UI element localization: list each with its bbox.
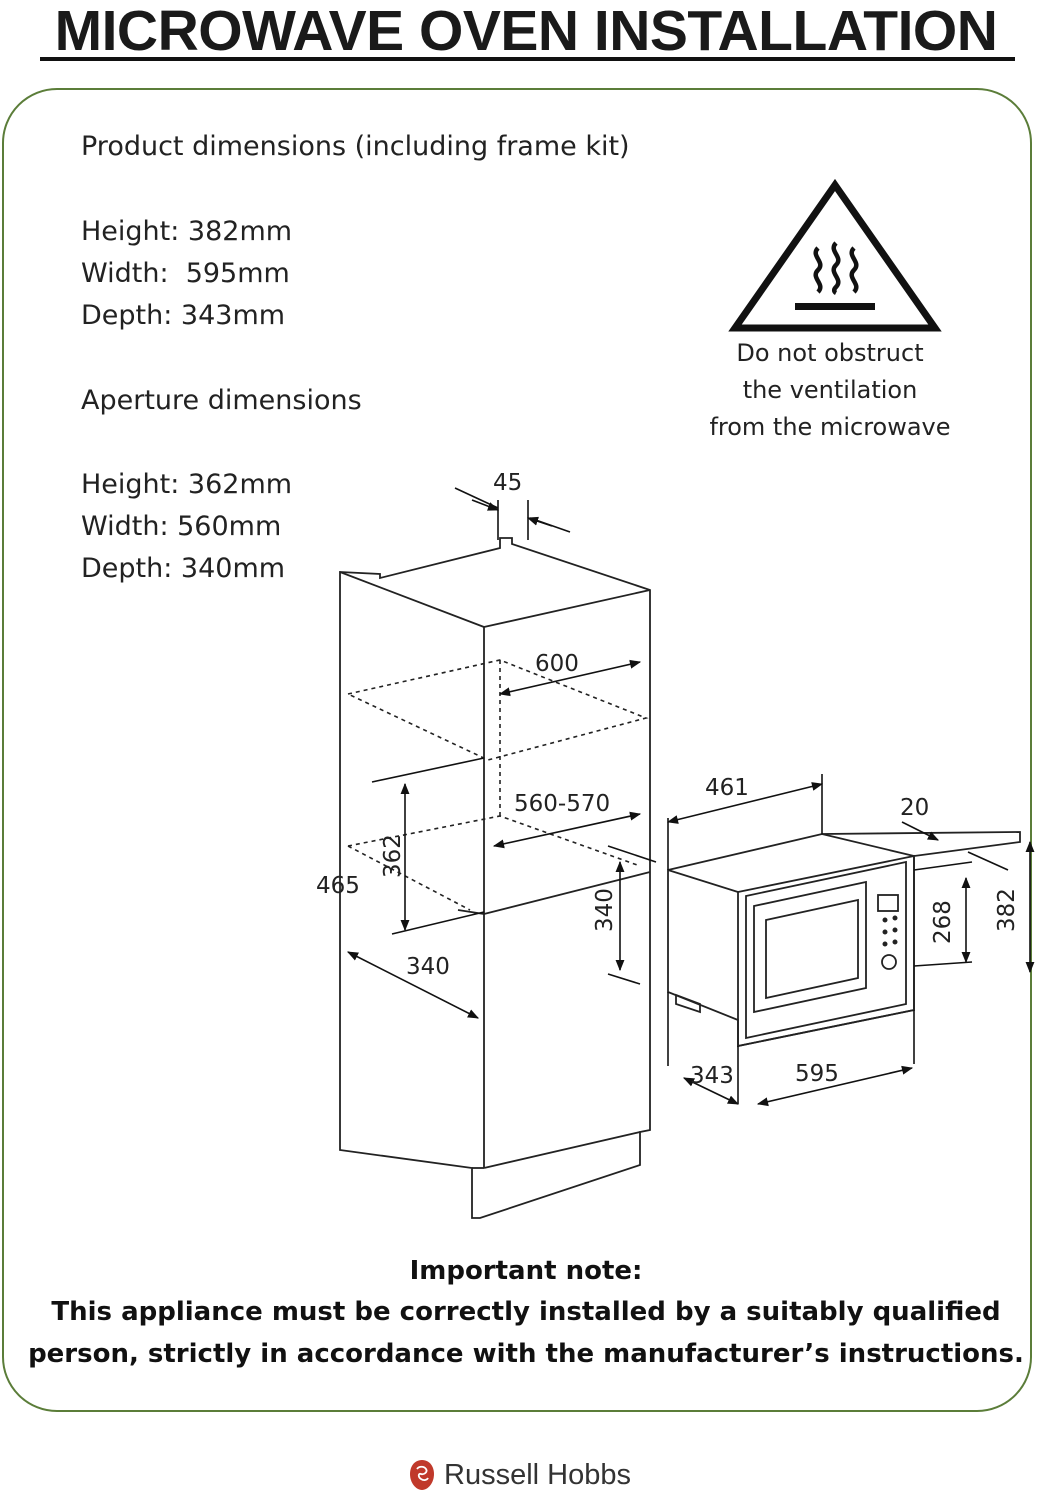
dim-382: 382: [994, 888, 1020, 932]
dim-20: 20: [900, 795, 929, 821]
dim-340-depth: 340: [406, 954, 450, 980]
brand-name: Russell Hobbs: [444, 1458, 631, 1491]
aperture-height: Height: 362mm: [81, 469, 293, 500]
dim-461: 461: [705, 775, 749, 801]
warning-line-1: Do not obstruct: [736, 339, 924, 367]
page-title: MICROWAVE OVEN INSTALLATION: [54, 0, 998, 63]
product-dimensions-heading: Product dimensions (including frame kit): [81, 131, 630, 162]
dim-595: 595: [795, 1061, 839, 1087]
warning-line-2: the ventilation: [742, 376, 918, 404]
dim-560-570: 560-570: [514, 791, 610, 817]
dim-343: 343: [690, 1063, 734, 1089]
product-depth: Depth: 343mm: [81, 300, 286, 331]
aperture-width: Width: 560mm: [81, 511, 282, 542]
aperture-depth: Depth: 340mm: [81, 553, 286, 584]
content-panel: [2, 88, 1032, 1412]
microwave-oven: [667, 831, 1021, 1048]
dim-268: 268: [930, 900, 956, 944]
hot-surface-warning-icon: [728, 178, 942, 332]
russell-hobbs-logo-icon: [410, 1460, 434, 1490]
dim-340-height: 340: [592, 888, 618, 932]
dim-362: 362: [380, 834, 406, 878]
important-note-line-2: person, strictly in accordance with the …: [28, 1339, 1024, 1369]
product-width: Width: 595mm: [81, 258, 290, 289]
housing-dimension-lines: [347, 487, 657, 1019]
dim-45: 45: [493, 470, 522, 496]
important-note-line-1: This appliance must be correctly install…: [51, 1297, 1001, 1327]
brand-footer: Russell Hobbs: [408, 1458, 631, 1492]
important-note-heading: Important note:: [409, 1256, 643, 1286]
aperture-dimensions-heading: Aperture dimensions: [81, 385, 362, 416]
product-height: Height: 382mm: [81, 216, 293, 247]
dim-465: 465: [316, 873, 360, 899]
warning-line-3: from the microwave: [709, 413, 951, 441]
dim-600: 600: [535, 651, 579, 677]
title-underline: [40, 57, 1015, 61]
microwave-dimension-lines: [666, 774, 1035, 1107]
